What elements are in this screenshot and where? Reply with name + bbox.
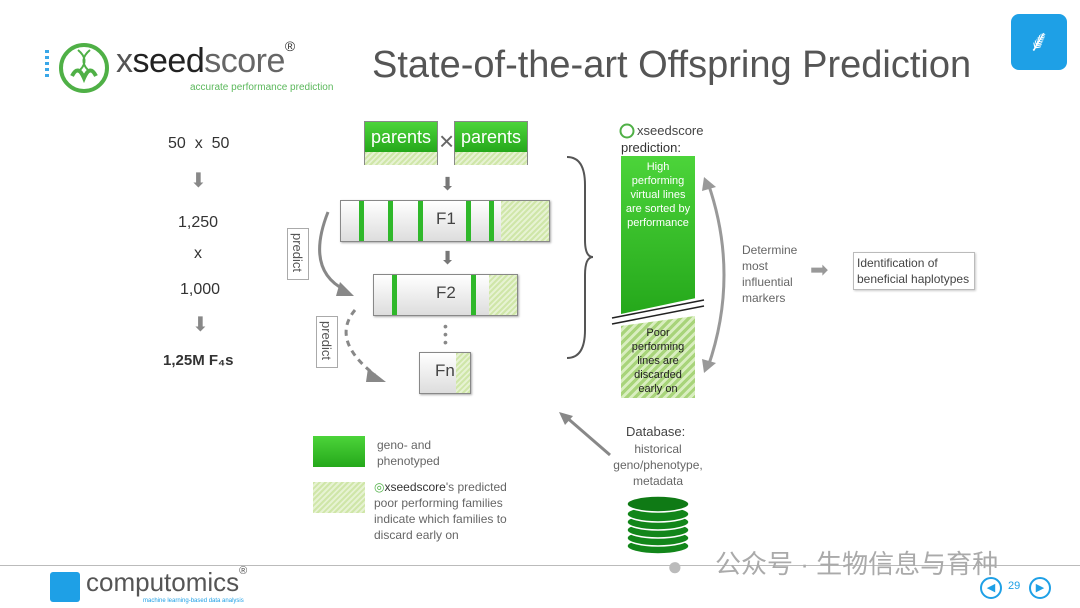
parent-label: parents	[365, 122, 437, 152]
wechat-icon: ●	[667, 551, 683, 581]
f2-bar: F2	[373, 274, 518, 316]
legend-swatch-predicted	[313, 482, 365, 513]
down-arrow: ⬇	[440, 174, 456, 194]
down-arrow: ⬇	[440, 248, 456, 268]
high-performing-text: High performing virtual lines are sorted…	[625, 161, 691, 229]
prediction-logo: xseedscore	[637, 123, 704, 138]
database-title: Database:	[626, 424, 686, 439]
determine-markers-text: Determine most influential markers	[742, 243, 798, 305]
page-number: 29	[1008, 580, 1021, 592]
ellipsis-dots: •••	[443, 318, 448, 350]
wheat-icon: ⸙	[1011, 14, 1067, 70]
times-sign: x	[194, 245, 202, 262]
arrow-to-diagram	[559, 412, 611, 457]
legend-predicted-line1: 's predicted	[445, 480, 507, 494]
logo-score: score	[204, 42, 285, 80]
legend-predicted-rest: poor performing families indicate which …	[374, 496, 507, 542]
xseedscore-small-icon	[619, 123, 635, 139]
predict-arrows	[318, 211, 386, 382]
total-f4: 1,25M F₄s	[163, 352, 234, 369]
legend-genotyped-text: geno- and phenotyped	[377, 438, 440, 468]
xseedscore-logo-icon	[59, 43, 109, 93]
watermark: 公众号 · 生物信息与育种	[715, 549, 999, 579]
cross-count: 50 x 50	[168, 135, 230, 152]
parent-box-1: parents	[364, 121, 438, 165]
fn-bar: Fn	[419, 352, 471, 394]
database-desc: historical geno/phenotype, metadata	[613, 442, 703, 488]
right-arrow: ➡	[810, 257, 829, 282]
prev-slide-button[interactable]: ◀	[980, 577, 1002, 599]
logo-x: x	[116, 42, 133, 80]
company-reg: ®	[239, 565, 248, 577]
count-1250: 1,250	[178, 214, 219, 231]
parent-label: parents	[455, 122, 527, 152]
predict-text: predict	[319, 321, 334, 361]
legend-swatch-genotyped	[313, 436, 365, 467]
f2-label: F2	[436, 283, 456, 302]
f1-bar: F1	[340, 200, 550, 242]
break-lines	[611, 299, 705, 325]
cross-symbol: ×	[439, 126, 455, 156]
prediction-label: prediction:	[621, 140, 681, 155]
double-arrow	[702, 177, 726, 373]
logo-seed: seed	[132, 42, 205, 80]
next-slide-button[interactable]: ▶	[1029, 577, 1051, 599]
computomics-logo-icon	[50, 572, 80, 602]
poor-performing-text: Poor performing lines are discarded earl…	[631, 327, 685, 395]
logo-reg: ®	[284, 38, 295, 54]
company-name: computomics	[86, 567, 240, 597]
parent-box-2: parents	[454, 121, 528, 165]
legend-logo: xseedscore	[384, 480, 446, 494]
predict-label-1: predict	[287, 228, 309, 280]
company-tagline: machine learning-based data analysis	[143, 598, 244, 604]
logo-dots	[45, 50, 49, 78]
database-icon	[626, 495, 690, 555]
predict-label-2: predict	[316, 316, 338, 368]
poor-performing-box: Poor performing lines are discarded earl…	[621, 316, 695, 398]
footer-divider	[0, 565, 1080, 566]
down-arrow: ⬇	[190, 170, 207, 192]
down-arrow: ⬇	[192, 314, 209, 336]
count-1000: 1,000	[180, 281, 221, 298]
predict-text: predict	[290, 233, 305, 273]
high-performing-box: High performing virtual lines are sorted…	[621, 156, 695, 314]
computomics-logo-text: computomics®	[86, 566, 247, 597]
xseedscore-mini-icon: ◎	[374, 480, 385, 494]
logo-tagline: accurate performance prediction	[190, 82, 334, 93]
xseedscore-logo-text: xseedscore®	[116, 39, 295, 80]
f1-label: F1	[436, 209, 456, 228]
legend-predicted-text: ◎xseedscore's predicted poor performing f…	[374, 479, 524, 543]
fn-label: Fn	[435, 361, 455, 380]
curly-brace	[566, 156, 594, 359]
page-title: State-of-the-art Offspring Prediction	[372, 44, 972, 86]
haplotypes-box: Identification of beneficial haplotypes	[853, 252, 975, 290]
